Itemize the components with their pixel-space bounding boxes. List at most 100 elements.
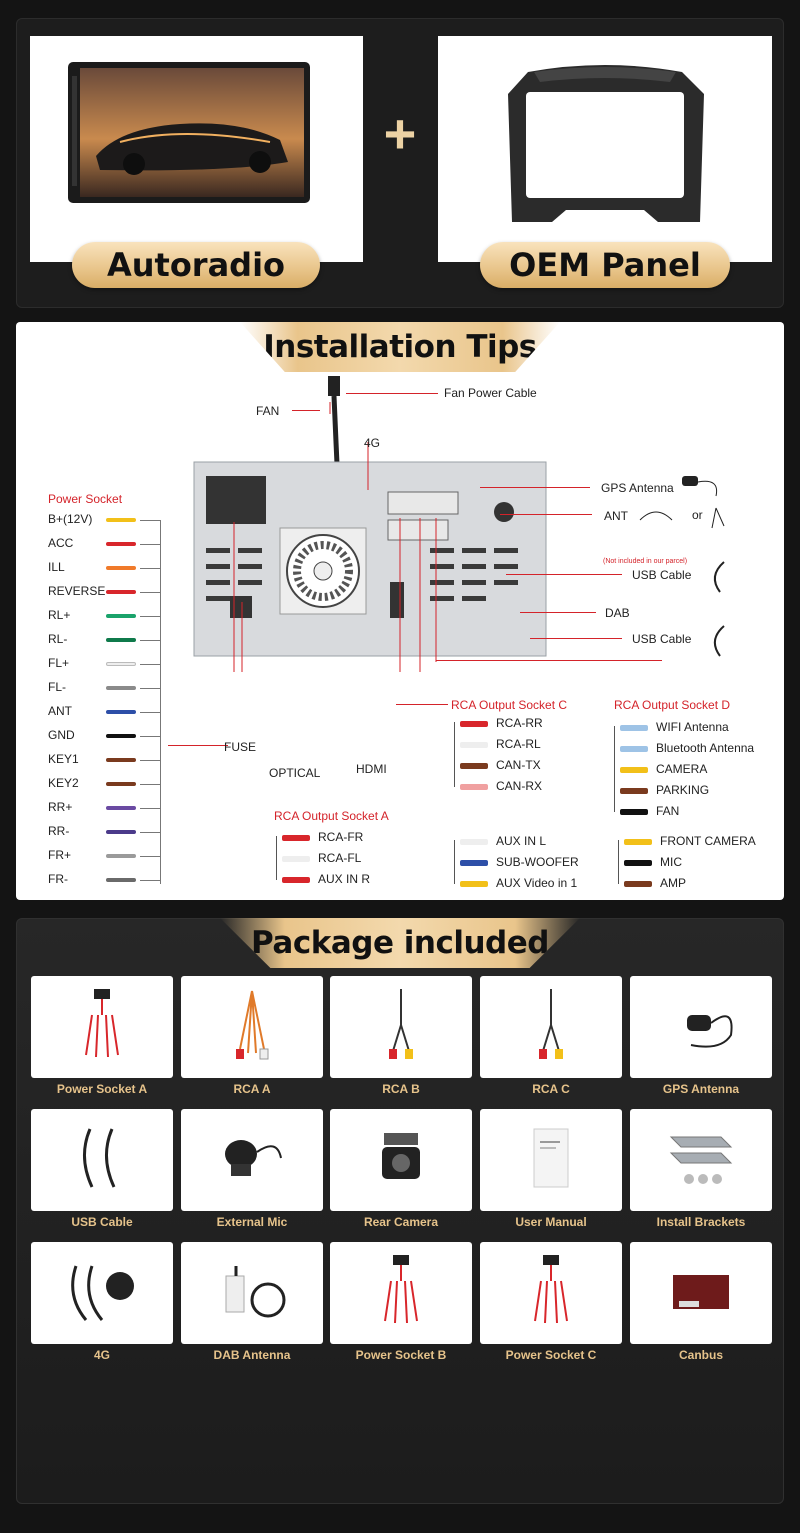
power-socket-label: FR- bbox=[48, 872, 68, 886]
power-socket-row: FL+ bbox=[48, 656, 168, 672]
power-socket-label: FL+ bbox=[48, 656, 70, 670]
autoradio-image bbox=[68, 62, 310, 203]
socket-label: PARKING bbox=[656, 783, 710, 797]
wire-swatch bbox=[106, 758, 136, 762]
plug-icon bbox=[624, 860, 652, 866]
package-item-card bbox=[480, 1242, 622, 1344]
wire-swatch bbox=[106, 686, 136, 690]
dab-label: DAB bbox=[605, 606, 630, 620]
rca-socket-d-title: RCA Output Socket D bbox=[614, 698, 731, 712]
wire-swatch bbox=[106, 830, 136, 834]
fan-label: FAN bbox=[256, 404, 280, 418]
plug-icon bbox=[620, 746, 648, 752]
package-item-card bbox=[330, 1242, 472, 1344]
package-item-card bbox=[480, 1109, 622, 1211]
oem-panel-image bbox=[508, 65, 704, 222]
package-item-label: RCA A bbox=[233, 1082, 271, 1096]
plug-icon bbox=[460, 784, 488, 790]
harness-icon bbox=[371, 1251, 431, 1336]
power-socket-row: ILL bbox=[48, 560, 168, 576]
power-socket-row: RR- bbox=[48, 824, 168, 840]
socket-label: CAN-TX bbox=[496, 758, 541, 772]
socket-row: CAN-RX bbox=[454, 779, 614, 795]
socket-label: RCA-RR bbox=[496, 716, 543, 730]
wire-line bbox=[140, 688, 160, 689]
package-item-label: RCA C bbox=[532, 1082, 570, 1096]
socket-row: AMP bbox=[618, 876, 778, 892]
harness-icon bbox=[521, 1251, 581, 1336]
wire-line bbox=[140, 712, 160, 713]
package-item-card bbox=[181, 976, 323, 1078]
power-socket-label: FR+ bbox=[48, 848, 72, 862]
socket-row: WIFI Antenna bbox=[614, 720, 774, 736]
rca-socket-d-line bbox=[436, 660, 662, 661]
socket-row: FAN bbox=[614, 804, 774, 820]
plug-icon bbox=[620, 809, 648, 815]
wire-swatch bbox=[106, 518, 136, 522]
oem-panel-label: OEM Panel bbox=[480, 242, 730, 288]
socket-label: FRONT CAMERA bbox=[660, 834, 756, 848]
usb-cable-line-1 bbox=[506, 574, 622, 575]
socket-row: PARKING bbox=[614, 783, 774, 799]
plug-icon bbox=[282, 856, 310, 862]
wire-line bbox=[140, 640, 160, 641]
usb-cable-icon bbox=[72, 1123, 132, 1198]
wire-line bbox=[140, 616, 160, 617]
socket-bracket bbox=[454, 722, 455, 787]
plug-icon bbox=[282, 877, 310, 883]
socket-row: SUB-WOOFER bbox=[454, 855, 614, 871]
socket-label: CAN-RX bbox=[496, 779, 543, 793]
camera-icon bbox=[366, 1123, 436, 1198]
package-item-card bbox=[330, 976, 472, 1078]
power-socket-row: KEY2 bbox=[48, 776, 168, 792]
package-item-label: Canbus bbox=[678, 1348, 723, 1362]
package-item-card bbox=[630, 976, 772, 1078]
package-item-label: External Mic bbox=[216, 1215, 288, 1229]
wire-line bbox=[140, 592, 160, 593]
package-item-card bbox=[330, 1109, 472, 1211]
power-socket-row: B+(12V) bbox=[48, 512, 168, 528]
usb-cable-label-2: USB Cable bbox=[632, 632, 692, 646]
power-socket-row: REVERSE bbox=[48, 584, 168, 600]
usb-cable-icon bbox=[713, 561, 725, 593]
socket-row: CAMERA bbox=[614, 762, 774, 778]
package-item-card bbox=[630, 1242, 772, 1344]
plug-icon bbox=[620, 725, 648, 731]
power-socket-label: FL- bbox=[48, 680, 66, 694]
fan-power-cable-label: Fan Power Cable bbox=[444, 386, 537, 400]
4g-antenna-icon bbox=[62, 1256, 142, 1331]
socket-label: RCA-FL bbox=[318, 851, 362, 865]
package-item-label: GPS Antenna bbox=[662, 1082, 740, 1096]
socket-bracket bbox=[618, 840, 619, 884]
power-socket-row: ANT bbox=[48, 704, 168, 720]
usb-cable-label-1: USB Cable bbox=[632, 568, 692, 582]
power-socket-label: KEY2 bbox=[48, 776, 79, 790]
power-socket-label: ILL bbox=[48, 560, 65, 574]
plug-icon bbox=[620, 788, 648, 794]
socket-label: AUX IN L bbox=[496, 834, 547, 848]
usb-cable-icon-2 bbox=[713, 625, 725, 657]
ant-cable-icon bbox=[639, 511, 673, 521]
plug-icon bbox=[460, 860, 488, 866]
package-item-label: Rear Camera bbox=[363, 1215, 439, 1229]
socket-label: SUB-WOOFER bbox=[496, 855, 579, 869]
socket-label: Bluetooth Antenna bbox=[656, 741, 755, 755]
package-item-card bbox=[181, 1242, 323, 1344]
wire-line bbox=[140, 664, 160, 665]
package-item-label: Power Socket B bbox=[355, 1348, 447, 1362]
socket-row: CAN-TX bbox=[454, 758, 614, 774]
wire-line bbox=[140, 760, 160, 761]
power-socket-label: RL+ bbox=[48, 608, 71, 622]
rca-cable-icon bbox=[371, 985, 431, 1070]
fan-line bbox=[292, 410, 320, 411]
plug-icon bbox=[620, 767, 648, 773]
socket-row: Bluetooth Antenna bbox=[614, 741, 774, 757]
not-included-note: (Not included in our parcel) bbox=[603, 558, 688, 565]
4g-label: 4G bbox=[364, 436, 381, 450]
plug-icon bbox=[460, 763, 488, 769]
plus-sign: + bbox=[383, 102, 417, 165]
socket-row: RCA-FL bbox=[276, 851, 436, 867]
socket-bracket bbox=[614, 726, 615, 812]
wire-line bbox=[140, 568, 160, 569]
socket-row: RCA-RR bbox=[454, 716, 614, 732]
